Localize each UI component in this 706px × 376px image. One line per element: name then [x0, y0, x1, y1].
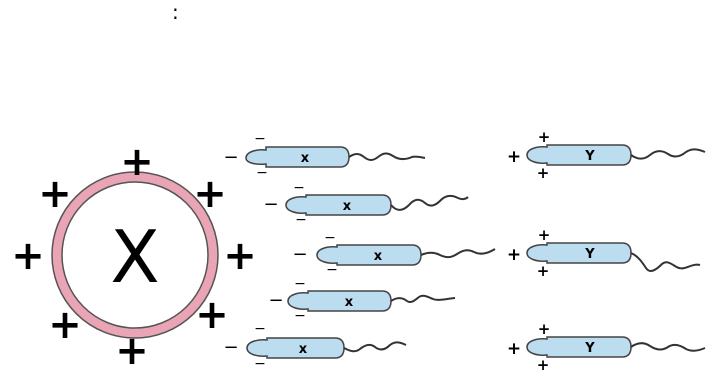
sperm-cell-icon: [526, 144, 632, 166]
x-sperm-charge: −: [256, 165, 268, 181]
x-sperm: − − − x: [223, 321, 407, 372]
y-sperm-charge: +: [538, 320, 551, 338]
x-sperm: − − − x: [292, 230, 496, 278]
egg-outline-outer: [51, 171, 219, 339]
y-sperm-charge: +: [507, 147, 521, 167]
sperm-cell-icon: [526, 336, 632, 358]
egg-charge-upper-left: +: [38, 171, 72, 217]
x-sperm-charge: −: [294, 276, 306, 292]
x-sperm-charge: −: [268, 290, 283, 311]
x-sperm-charge: −: [223, 147, 238, 168]
sperm-tail: [630, 342, 706, 352]
x-sperm: − − − x: [268, 276, 456, 324]
x-sperm-charge: −: [254, 356, 266, 372]
egg-chromosome-label: X: [110, 215, 159, 299]
x-sperm-charge: −: [294, 308, 306, 324]
y-sperm: + + + Y: [507, 128, 706, 182]
egg-charge-bottom: +: [115, 328, 149, 374]
egg-charge-lower-left: +: [48, 302, 82, 348]
y-sperm: + + + Y: [507, 226, 701, 280]
egg-charges: + + + + + + + +: [11, 139, 257, 374]
sperm-cell-icon: [287, 290, 392, 312]
x-sperm-charge: −: [292, 244, 307, 265]
sperm-tail: [390, 194, 469, 211]
egg-cell: X: [51, 171, 219, 339]
sperm-cell-icon: [285, 194, 392, 216]
y-sperm-charge: +: [537, 164, 550, 182]
y-sperm-charge: +: [537, 356, 550, 374]
x-sperm-charge: −: [326, 262, 338, 278]
x-sperm-charge: −: [324, 230, 336, 246]
sperm-cell-icon: [246, 337, 345, 359]
sperm-tail: [630, 148, 706, 160]
x-sperm-charge: −: [223, 337, 238, 358]
egg-charge-left: +: [11, 233, 45, 279]
sperm-tail: [348, 152, 426, 161]
x-sperm-charge: −: [295, 212, 307, 228]
sperm-cell-icon: [316, 244, 422, 266]
sperm-tail: [630, 252, 701, 272]
x-sperm-charge: −: [254, 131, 266, 147]
header-mark: :: [172, 0, 179, 24]
y-sperm-charge: +: [537, 262, 550, 280]
x-sperm: − − − x: [263, 180, 469, 228]
y-sperm-charge: +: [507, 245, 521, 265]
egg-membrane-ring: [52, 172, 218, 338]
x-sperm-label: x: [374, 249, 383, 264]
egg-outline-inner: [61, 181, 209, 329]
x-sperm-label: x: [345, 295, 354, 310]
x-sperm-charge: −: [263, 194, 278, 215]
sperm-cell-icon: [245, 146, 350, 168]
y-sperm-label: Y: [584, 341, 595, 356]
x-sperm-label: x: [301, 151, 310, 166]
y-sperm-label: Y: [584, 247, 595, 262]
sperm-tail: [420, 248, 496, 259]
sperm-tail: [390, 294, 456, 304]
x-sperm-charge: −: [293, 180, 305, 196]
y-sperm-charge: +: [507, 339, 521, 359]
x-sperm-label: x: [343, 199, 352, 214]
y-sperm: + + + Y: [507, 320, 706, 374]
egg-charge-lower-right: +: [195, 292, 229, 338]
egg-charge-top: +: [120, 139, 154, 185]
x-sperm-charge: −: [254, 321, 266, 337]
sperm-tail: [343, 341, 407, 353]
y-sperm-charge: +: [538, 226, 551, 244]
x-sperm-label: x: [299, 342, 308, 357]
sperm-cell-icon: [526, 242, 632, 264]
y-sperm-label: Y: [584, 149, 595, 164]
egg-charge-right: +: [223, 233, 257, 279]
egg-charge-upper-right: +: [193, 171, 227, 217]
y-sperm-charge: +: [538, 128, 551, 146]
x-sperm: − − − x: [223, 131, 426, 181]
